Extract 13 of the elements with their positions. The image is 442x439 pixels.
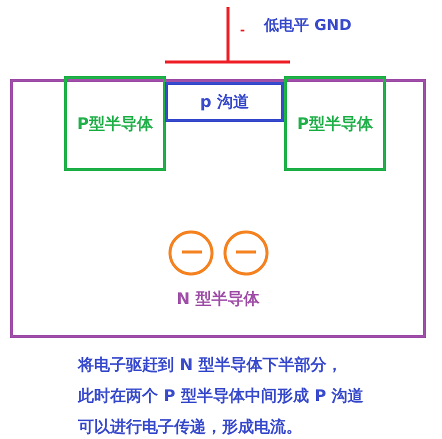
n-region-box — [10, 79, 426, 338]
region-label: P型半导体 — [297, 116, 373, 132]
explanation-text: 将电子驱赶到 N 型半导体下半部分， — [78, 357, 343, 373]
channel-box — [165, 82, 284, 122]
polarity-sign: - — [240, 24, 245, 36]
explanation-text: 此时在两个 P 型半导体中间形成 P 沟道 — [78, 388, 364, 404]
explanation-text: 可以进行电子传递，形成电流。 — [78, 419, 302, 435]
channel-label: p 沟道 — [200, 94, 250, 110]
region-label: P型半导体 — [77, 116, 153, 132]
region-label: N 型半导体 — [176, 291, 260, 307]
voltage-label: 低电平 GND — [264, 18, 352, 33]
p-region-box — [284, 76, 386, 171]
p-region-box — [64, 76, 166, 171]
